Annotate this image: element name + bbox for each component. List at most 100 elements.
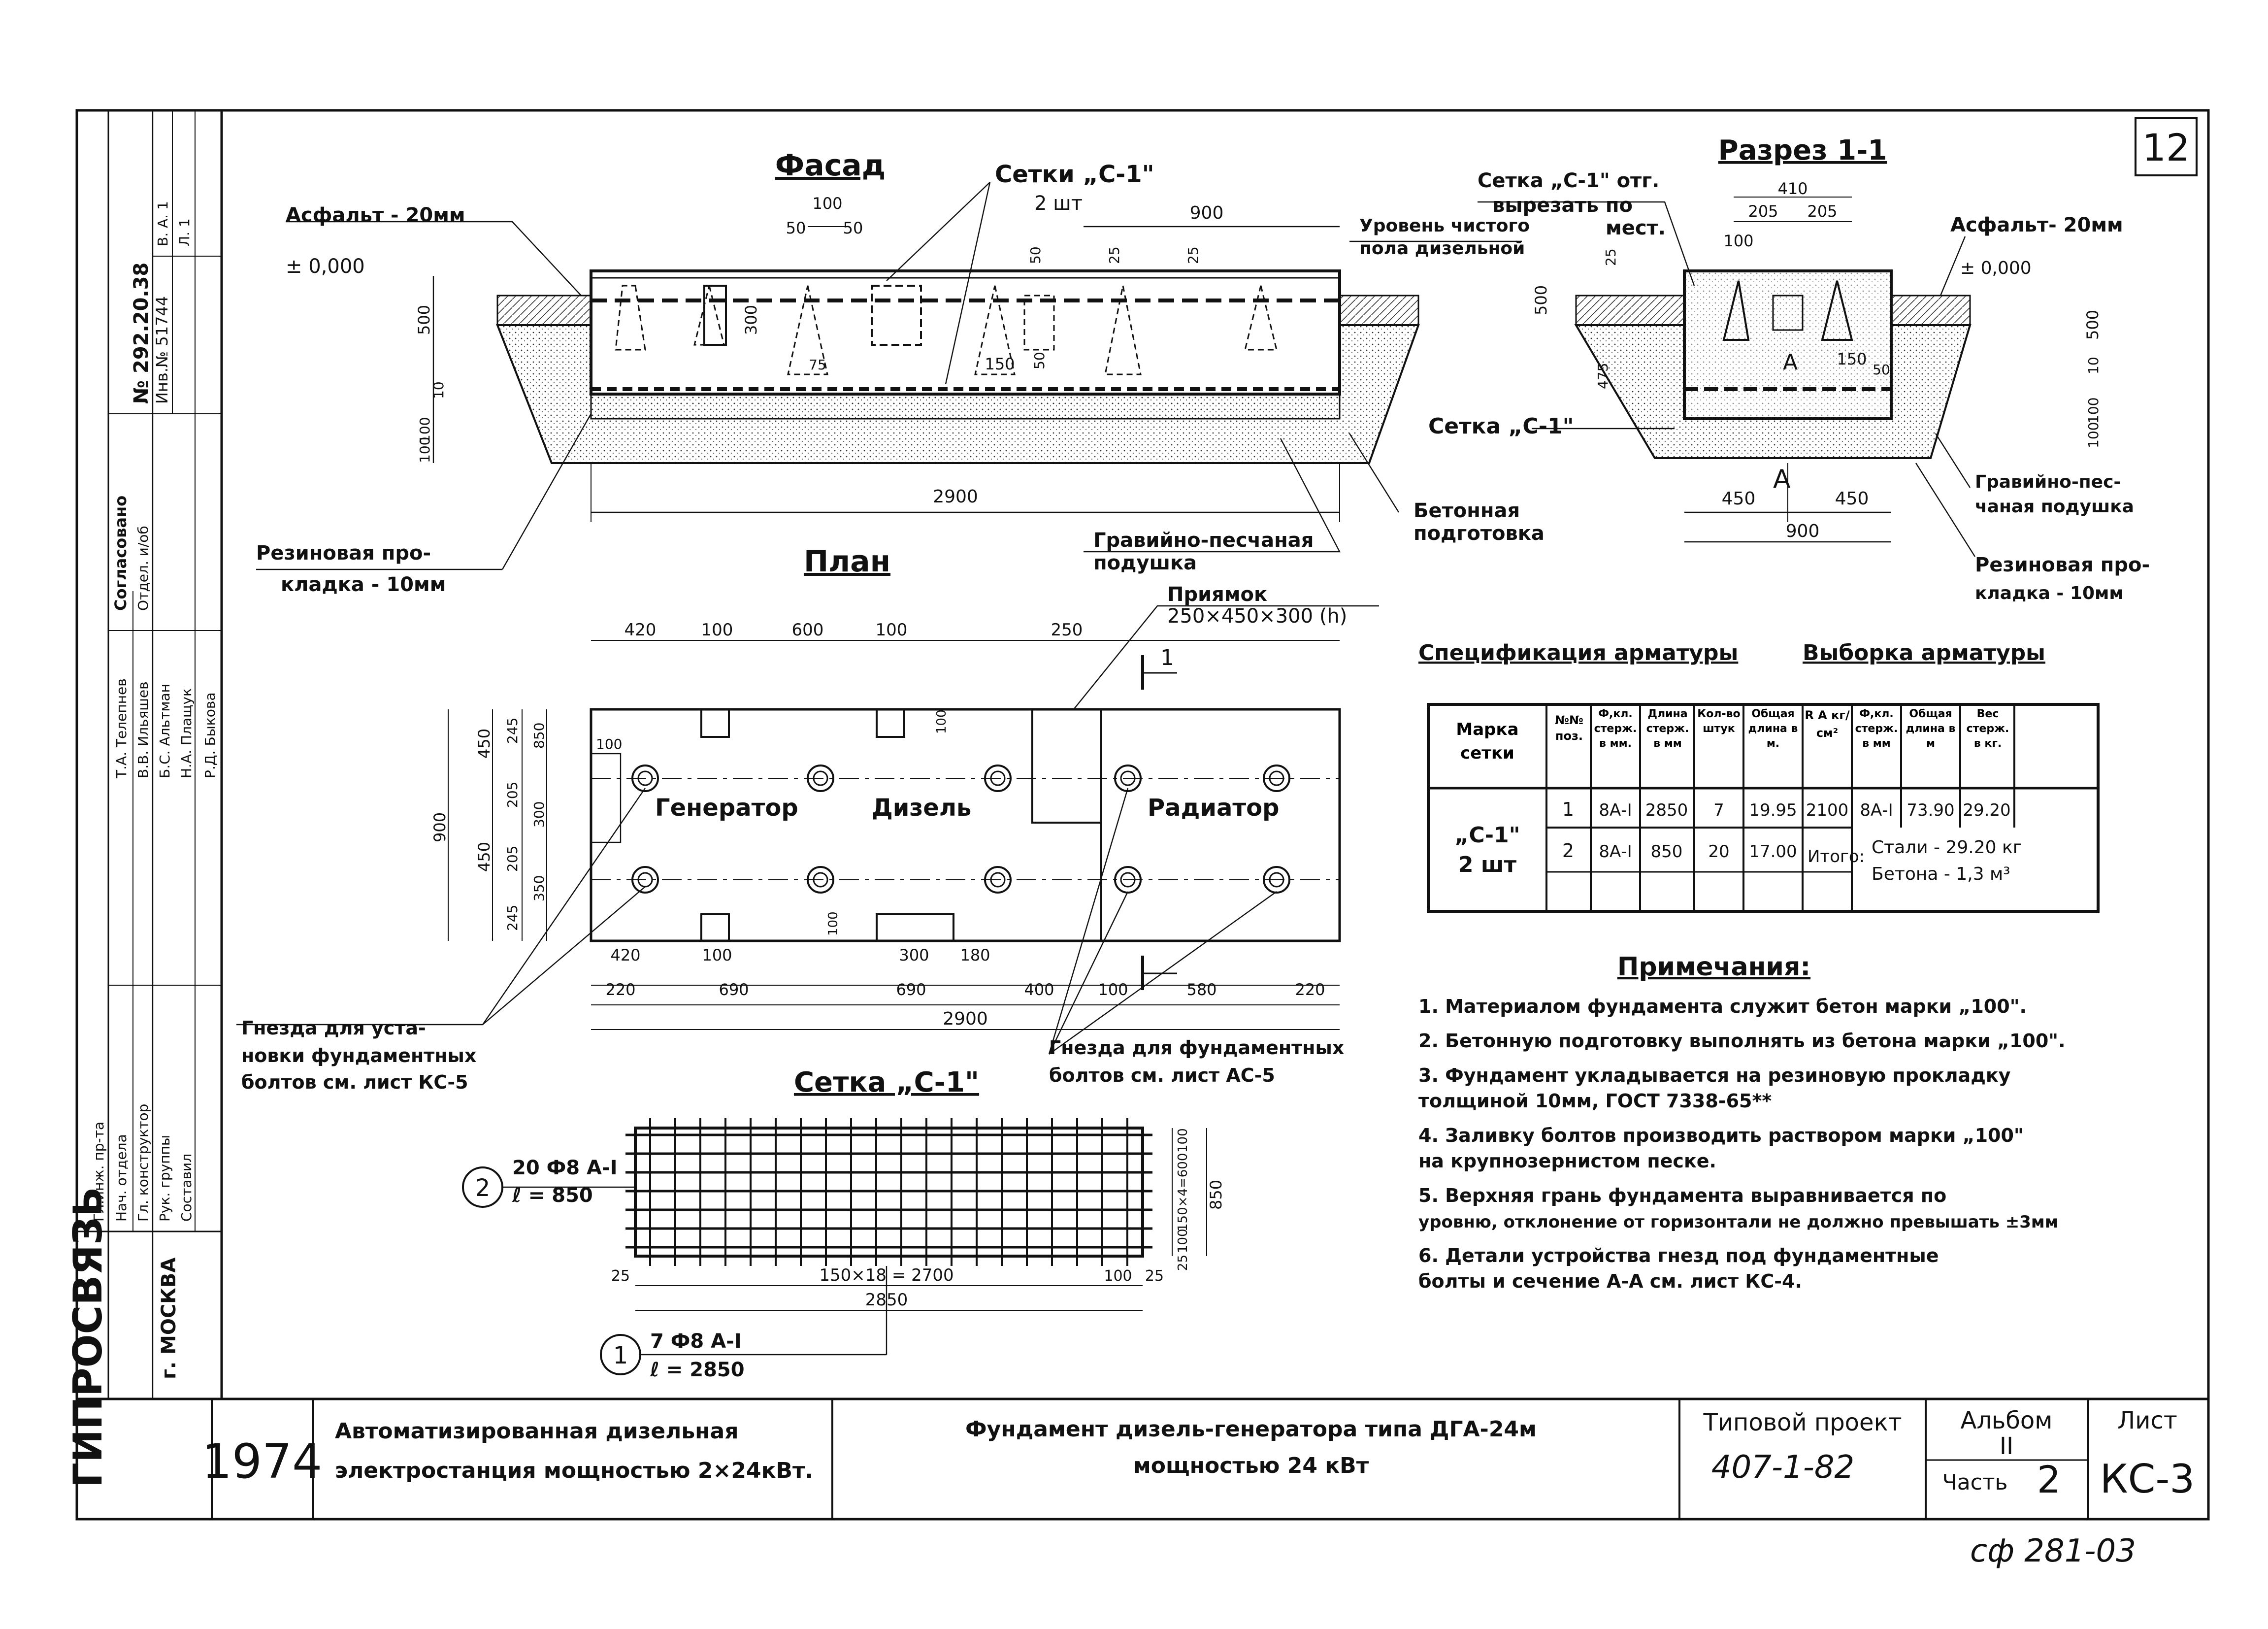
section-dim-h25: 25	[1603, 248, 1619, 266]
facade-nets-qty: 2 шт	[1034, 192, 1083, 215]
net-pos1-text-1: 7 Ф8 А-I	[650, 1330, 742, 1353]
drawing-title-line-1: Фундамент дизель-генератора типа ДГА-24м	[965, 1417, 1537, 1442]
facade-gravel-label-1: Гравийно-песчаная	[1093, 529, 1314, 552]
section-dim-half-a: 205	[1748, 202, 1778, 221]
plan-dim-bottom-2-2: 690	[719, 980, 749, 999]
note-line-1: 1. Материалом фундамента служит бетон ма…	[1418, 996, 2027, 1017]
section-asphalt-label: Асфальт- 20мм	[1950, 214, 2123, 236]
spec-row2-diam: 8А-I	[1599, 842, 1632, 862]
plan-dim-bottom-1-3: 300	[899, 946, 929, 964]
stamp-album-ref: В. А. 1	[155, 201, 171, 246]
plan-dim-bottom-1-1: 420	[610, 946, 640, 964]
section-mark-a-bottom: А	[1773, 465, 1791, 494]
spec-row1-length: 2850	[1645, 800, 1688, 820]
facade-dim-h500: 500	[415, 305, 433, 335]
plan-sockets-right-2: болтов см. лист АС-5	[1049, 1064, 1275, 1086]
plan-dim-top-3: 600	[792, 620, 824, 640]
plan-left-dim-2: 450	[475, 842, 493, 872]
spec-header-diam: Ф,кл. стерж. в мм.	[1594, 707, 1637, 750]
section-dim-total: 900	[1786, 521, 1820, 541]
net-dim-r100: 100	[1176, 1128, 1190, 1153]
plan-left-dim2-1: 245	[504, 718, 521, 744]
plan-dim-top-4: 100	[876, 620, 908, 640]
stamp-role-1: Гл.инж. пр-та	[91, 1122, 107, 1222]
stamp-approval: Согласовано	[111, 496, 130, 611]
plan-left-dim2-3: 205	[504, 846, 521, 872]
section-rubber-label-2: кладка - 10мм	[1975, 583, 2124, 603]
plan-dim-top-2: 100	[701, 620, 733, 640]
plan-pit	[1031, 708, 1102, 824]
spec-total-label: Итого:	[1808, 847, 1865, 866]
facade-rubber-label-1: Резиновая про-	[256, 542, 431, 565]
net-dim-r850: 850	[1207, 1180, 1225, 1210]
plan-dim-bottom-2-5: 100	[1098, 980, 1128, 999]
section-title: Разрез 1-1	[1718, 134, 1887, 166]
section-dim-top: 410	[1777, 179, 1808, 198]
title-block: 1974 Автоматизированная дизельная электр…	[202, 1407, 2195, 1502]
facade-dim-h10: 10	[430, 381, 447, 399]
facade-dim-right: 900	[1190, 203, 1224, 223]
notes-title: Примечания:	[1617, 952, 1810, 982]
sheet-label: Лист	[2117, 1407, 2177, 1434]
spec-row1-diam2: 8А-I	[1860, 800, 1893, 820]
plan-foundation-outline	[590, 708, 1341, 942]
plan-dim-bottom-2-1: 220	[605, 980, 635, 999]
stamp-sheet-ref: Л. 1	[176, 218, 193, 246]
plan-pit-label-1: Приямок	[1167, 583, 1267, 606]
year: 1974	[202, 1434, 322, 1489]
spec-concrete: Бетона - 1,3 м³	[1872, 864, 2010, 884]
side-stamp: ГИПРОСВЯЗЬ г. МОСКВА Гл.инж. пр-та Нач. …	[65, 110, 222, 1488]
note-line-4: толщиной 10мм, ГОСТ 7338-65**	[1418, 1090, 1772, 1112]
section-dim-h100b: 100	[2085, 422, 2102, 448]
typical-project-number: 407-1-82	[1711, 1449, 1855, 1486]
note-line-2: 2. Бетонную подготовку выполнять из бето…	[1418, 1030, 2066, 1052]
spec-row1-weight: 29.20	[1963, 800, 2010, 820]
spec-row2-qty: 20	[1708, 842, 1729, 862]
facade-dim-150: 150	[985, 355, 1015, 373]
spec-title-right: Выборка арматуры	[1803, 640, 2045, 665]
facade-dim-100: 100	[812, 194, 842, 213]
spec-header-length: Длина стерж. в мм	[1646, 707, 1689, 750]
stamp-role-3: Гл. конструктор	[135, 1104, 151, 1222]
stamp-name-5: Р.Д. Быкова	[202, 693, 218, 778]
stamp-role-2: Нач. отдела	[113, 1134, 130, 1222]
net-view: Сетка „С-1" 2 20 Ф8 А-I ℓ = 850 1 7 Ф8 А…	[462, 1066, 1225, 1381]
net-pos2-number: 2	[475, 1174, 491, 1202]
note-line-9: 6. Детали устройства гнезд под фундамент…	[1418, 1245, 1939, 1266]
plan-title: План	[804, 544, 890, 579]
plan-pit-label-2: 250×450×300 (h)	[1167, 605, 1347, 628]
section-gravel-label-2: чаная подушка	[1975, 497, 2134, 517]
facade-nets-label: Сетки „С-1"	[995, 161, 1154, 188]
spec-header-diam-2: Ф,кл. стерж. в мм	[1855, 707, 1898, 750]
note-line-6: на крупнозернистом песке.	[1418, 1150, 1716, 1172]
plan-dim-100-a: 100	[934, 709, 949, 734]
facade-asphalt-label: Асфальт - 20мм	[286, 204, 465, 227]
section-view: Разрез 1-1 Сетка „С-1" отг. вырезать по …	[1428, 134, 2150, 603]
facade-rubber-label-2: кладка - 10мм	[281, 573, 446, 596]
spec-row2-total: 17.00	[1749, 842, 1797, 862]
spec-header-total-length: Общая длина в м.	[1748, 707, 1798, 750]
section-asphalt-left	[1575, 295, 1685, 326]
plan-view: План 1	[236, 544, 1379, 1093]
section-dim-h500a: 500	[1532, 285, 1550, 315]
plan-left-dim2-2: 205	[504, 782, 521, 808]
stamp-inv-no: Инв.№ 51744	[153, 296, 171, 404]
net-dim-r150: 150×4=600	[1176, 1153, 1190, 1231]
net-pos1-text-2: ℓ = 2850	[650, 1359, 745, 1381]
facade-dim-h300: 300	[742, 305, 760, 335]
note-line-10: болты и сечение А-А см. лист КС-4.	[1418, 1270, 1802, 1292]
plan-bolt-sockets	[631, 765, 1290, 894]
facade-dim-50c: 50	[1027, 246, 1044, 264]
plan-dim-bottom-2-7: 220	[1295, 980, 1325, 999]
stamp-code: № 292.20.38	[130, 263, 153, 404]
part-value: 2	[2037, 1458, 2061, 1501]
bottom-code: сф 281-03	[1970, 1533, 2136, 1569]
plan-dim-100-b: 100	[826, 911, 841, 936]
spec-header-mark: Марка сетки	[1456, 720, 1519, 764]
section-net-label: Сетка „С-1"	[1428, 414, 1574, 439]
plan-diesel-label: Дизель	[872, 794, 971, 822]
net-dim-r100b: 100	[1176, 1229, 1190, 1253]
frame	[75, 109, 2210, 1521]
net-title: Сетка „С-1"	[794, 1066, 979, 1098]
